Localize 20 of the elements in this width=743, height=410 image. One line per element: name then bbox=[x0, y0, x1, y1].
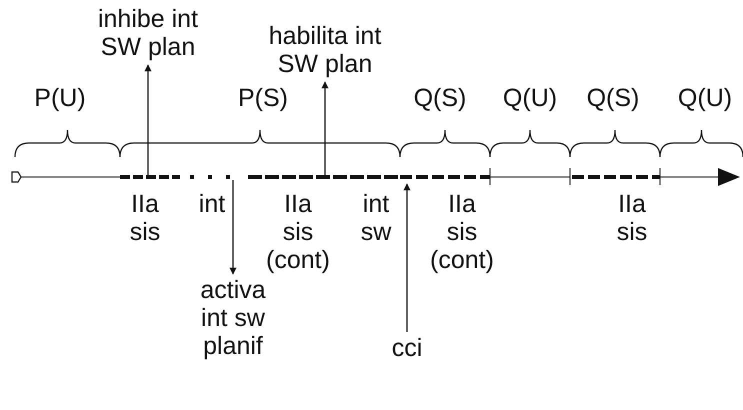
annotation-text: habilita int SW plan bbox=[258, 22, 392, 78]
segment-label: IIa sis bbox=[616, 190, 648, 246]
segment-label: IIa sis (cont) bbox=[430, 190, 494, 274]
annotation-text: activa int sw planif bbox=[193, 276, 273, 360]
phase-label: Q(S) bbox=[586, 84, 640, 112]
arrow bbox=[404, 183, 410, 332]
segment-label: int sw bbox=[360, 190, 392, 246]
phase-label: P(S) bbox=[238, 84, 288, 112]
arrow bbox=[322, 81, 328, 176]
annotation-text: cci bbox=[377, 334, 437, 362]
annotation-text: inhibe int SW plan bbox=[90, 5, 206, 61]
phase-label: P(U) bbox=[34, 84, 86, 112]
phase-label: Q(U) bbox=[678, 84, 732, 112]
phase-label: Q(S) bbox=[414, 84, 466, 112]
phase-label: Q(U) bbox=[502, 84, 558, 112]
arrow bbox=[144, 64, 152, 176]
segment-label: int bbox=[198, 190, 226, 218]
segment-label: IIa sis bbox=[130, 190, 160, 246]
arrow bbox=[230, 180, 236, 275]
segment-label: IIa sis (cont) bbox=[266, 190, 330, 274]
